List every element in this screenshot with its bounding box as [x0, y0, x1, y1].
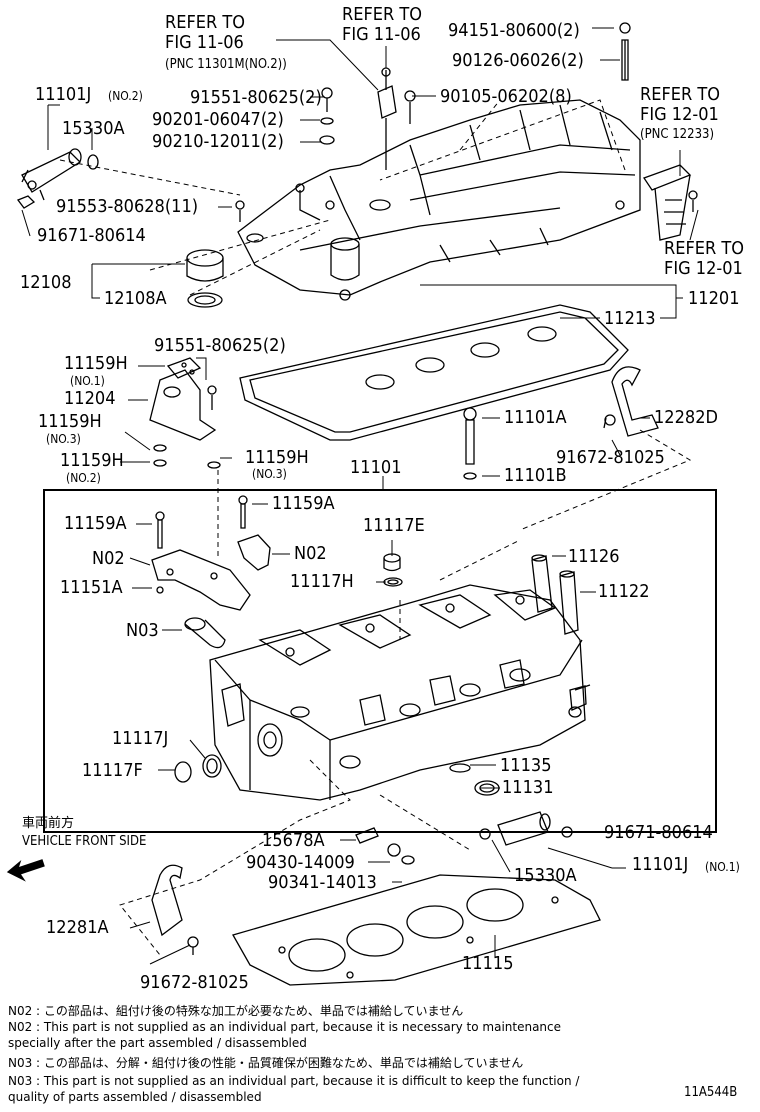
part-11159H-2: 11159H	[60, 450, 124, 471]
cover-gasket	[239, 304, 629, 441]
part-11126: 11126	[568, 546, 620, 567]
note-n02-en-line1: N02 : This part is not supplied as an in…	[8, 1020, 562, 1034]
part-11117J: 11117J	[112, 728, 169, 749]
part-12108: 12108	[20, 272, 72, 293]
part-11213: 11213	[604, 308, 656, 329]
part-11159H-1: 11159H	[64, 353, 128, 374]
note-n02-jp: N02 : この部品は、組付け後の特殊な加工が必要なため、単品では補給していませ…	[8, 1004, 464, 1018]
part-15330A-bottom: 15330A	[514, 865, 577, 886]
part-90210: 90210-12011(2)	[152, 131, 284, 152]
ref-fig-11-06-b-line1: REFER TO	[342, 4, 423, 25]
vvt-sensor-top	[16, 148, 99, 209]
part-11159A-left: 11159A	[64, 513, 127, 534]
part-11117H: 11117H	[290, 571, 354, 592]
part-11101J-top: 11101J	[35, 84, 92, 105]
bolts-top	[235, 22, 631, 222]
part-11101A: 11101A	[504, 407, 567, 428]
part-N03: N03	[126, 620, 159, 641]
engine-hanger-rear	[603, 366, 659, 437]
part-90201: 90201-06047(2)	[152, 109, 284, 130]
part-90126: 90126-06026(2)	[452, 50, 584, 71]
part-11159H-3: 11159H	[38, 411, 102, 432]
part-11122: 11122	[598, 581, 650, 602]
part-11159H-3b: 11159H	[245, 447, 309, 468]
part-11159H-3b-sub: (NO.3)	[252, 467, 287, 481]
cylinder-head-block	[209, 584, 587, 801]
part-11151A: 11151A	[60, 577, 123, 598]
head-bolt	[463, 407, 477, 480]
leader-lines	[21, 27, 699, 965]
part-11117F: 11117F	[82, 760, 143, 781]
part-11101J-top-sub: (NO.2)	[108, 89, 143, 103]
part-91553: 91553-80628(11)	[56, 196, 199, 217]
part-11101J-bottom-sub: (NO.1)	[705, 860, 740, 874]
part-11159H-1-sub: (NO.1)	[70, 374, 105, 388]
part-11135: 11135	[500, 755, 552, 776]
cylinder-head-cover	[237, 99, 641, 301]
part-11131: 11131	[502, 777, 554, 798]
part-91672-bottom: 91672-81025	[140, 972, 249, 993]
part-15330A-top: 15330A	[62, 118, 125, 139]
part-15678A: 15678A	[262, 830, 325, 851]
ref-fig-11-06-a-pnc: (PNC 11301M(NO.2))	[165, 57, 287, 72]
note-n03-jp: N03 : この部品は、分解・組付け後の性能・品質確保が困難なため、単品では補給…	[8, 1056, 524, 1070]
part-11159A-mid: 11159A	[272, 493, 335, 514]
part-91551-b: 91551-80625(2)	[154, 335, 286, 356]
part-90430: 90430-14009	[246, 852, 355, 873]
note-n02-en-line2: specially after the part assembled / dis…	[8, 1036, 307, 1050]
part-11101J-bottom: 11101J	[632, 854, 689, 875]
part-90341: 90341-14013	[268, 872, 377, 893]
part-11117E: 11117E	[363, 515, 425, 536]
ref-fig-11-06-a-line2: FIG 11-06	[165, 32, 244, 53]
part-11159H-2-sub: (NO.2)	[66, 471, 101, 485]
vehicle-front-arrow	[6, 859, 45, 882]
part-91672-top: 91672-81025	[556, 447, 665, 468]
part-11159H-3-sub: (NO.3)	[46, 432, 81, 446]
part-91671-top: 91671-80614	[37, 225, 146, 246]
note-n03-en-line2: quality of parts assembled / disassemble…	[8, 1090, 262, 1104]
part-11201: 11201	[688, 288, 740, 309]
part-11101B: 11101B	[504, 465, 567, 486]
part-11204: 11204	[64, 388, 116, 409]
ref-fig-12-01-a-pnc: (PNC 12233)	[640, 127, 715, 142]
part-12281A: 12281A	[46, 917, 109, 938]
part-91671-bottom: 91671-80614	[604, 822, 713, 843]
cam-cap-group	[149, 357, 221, 469]
ref-fig-12-01-a-line1: REFER TO	[640, 84, 721, 105]
ref-fig-11-06-b-line2: FIG 11-06	[342, 24, 421, 45]
part-94151: 94151-80600(2)	[448, 20, 580, 41]
wire-bracket-top	[642, 164, 698, 241]
vehicle-front-jp: 車両前方	[22, 816, 75, 831]
part-90105: 90105-06202(8)	[440, 86, 572, 107]
cylinder-head-frame	[43, 489, 717, 833]
ref-fig-12-01-b-line2: FIG 12-01	[664, 258, 743, 279]
part-12282D: 12282D	[654, 407, 718, 428]
part-N02-left: N02	[92, 548, 125, 569]
figure-id: 11A544B	[684, 1085, 738, 1100]
note-n03-en-line1: N03 : This part is not supplied as an in…	[8, 1074, 580, 1088]
part-12108A: 12108A	[104, 288, 167, 309]
vehicle-front-en: VEHICLE FRONT SIDE	[22, 834, 147, 849]
part-N02-right: N02	[294, 543, 327, 564]
frame-parts	[151, 495, 591, 796]
part-11101: 11101	[350, 457, 402, 478]
lower-parts	[151, 811, 601, 986]
part-11115: 11115	[462, 953, 514, 974]
ref-fig-12-01-a-line2: FIG 12-01	[640, 104, 719, 125]
oil-filler-cap	[186, 249, 224, 308]
part-91551-a: 91551-80625(2)	[190, 87, 322, 108]
ref-fig-12-01-b-line1: REFER TO	[664, 238, 745, 259]
ref-fig-11-06-a-line1: REFER TO	[165, 12, 246, 33]
